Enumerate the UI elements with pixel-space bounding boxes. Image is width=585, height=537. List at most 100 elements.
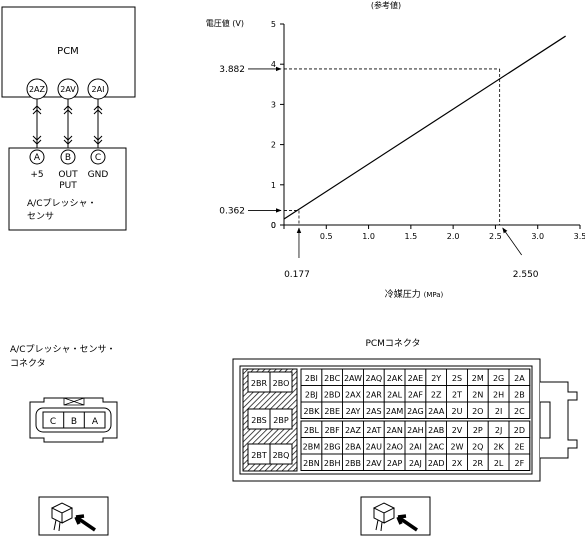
- pcm-pin-label: 2M: [472, 374, 484, 383]
- pcm-pin-label: 2BK: [303, 407, 320, 416]
- connector-chevron-icon: [32, 135, 42, 145]
- pcm-box-label: PCM: [57, 46, 79, 57]
- pcm-pin-label: 2BT: [251, 451, 267, 460]
- pcm-pin-label: 2AQ: [365, 374, 382, 383]
- pcm-pin-label: 2T: [452, 391, 462, 400]
- pcm-pin-label: 2BA: [345, 443, 362, 452]
- x-tick-label: 1.5: [404, 232, 417, 241]
- y-tick-label: 3: [271, 100, 276, 109]
- pcm-pin-label: 2AZ: [29, 85, 46, 94]
- pcm-pin-2az: 2AZ: [26, 78, 48, 100]
- pin-function-c: GND: [88, 170, 109, 180]
- sensor-pin-label: B: [65, 153, 71, 163]
- pcm-pin-label: 2BH: [324, 459, 341, 468]
- pcm-pin-label: 2AU: [366, 443, 383, 452]
- pcm-connector-label: PCMコネクタ: [365, 338, 420, 349]
- pcm-pin-label: 2Q: [472, 443, 483, 452]
- pcm-pin-label: 2BC: [324, 374, 340, 383]
- pcm-pin-label: 2BJ: [305, 391, 318, 400]
- pcm-pin-label: 2BN: [303, 459, 320, 468]
- pcm-pin-label: 2BD: [324, 391, 341, 400]
- pcm-pin-label: 2BG: [324, 443, 341, 452]
- connector-chevron-icon: [93, 105, 103, 115]
- y-axis-label: 電圧値 (V): [206, 18, 244, 28]
- sensor-connector: A/Cプレッシャ・センサ・ コネクタ C B A: [10, 344, 118, 536]
- connector-chevron-icon: [63, 135, 73, 145]
- y-tick-label: 2: [271, 141, 276, 150]
- pcm-pin-2av: 2AV: [57, 78, 79, 100]
- pcm-pin-label: 2E: [514, 443, 524, 452]
- sensor-connector-pin: A: [92, 417, 99, 427]
- sensor-name-line2: センサ: [27, 211, 54, 222]
- pcm-pin-label: 2BP: [273, 416, 289, 425]
- pcm-pin-label: 2AW: [344, 374, 362, 383]
- sensor-connector-pin: C: [50, 417, 56, 427]
- pcm-pin-label: 2C: [514, 407, 525, 416]
- x-axis-unit: (MPa): [424, 291, 444, 299]
- pcm-pin-label: 2AL: [387, 391, 403, 400]
- series-line: [283, 35, 566, 220]
- annotation-x-0177: 0.177: [284, 270, 310, 280]
- annotation-arrow-x-2550: [502, 227, 522, 256]
- pcm-pin-label: 2G: [493, 374, 504, 383]
- pcm-pin-label: 2AC: [428, 443, 444, 452]
- pcm-pin-cell: [508, 401, 531, 419]
- y-tick-label: 1: [271, 181, 276, 190]
- pcm-pin-label: 2J: [495, 426, 502, 435]
- pcm-pin-label: 2BE: [324, 407, 340, 416]
- x-tick-label: 2.5: [489, 232, 502, 241]
- pcm-pin-label: 2AI: [409, 443, 422, 452]
- pcm-pin-label: 2S: [452, 374, 462, 383]
- pcm-pin-label: 2AD: [428, 459, 445, 468]
- pcm-pin-label: 2L: [494, 459, 504, 468]
- pcm-pin-cell: [508, 453, 531, 471]
- pcm-pin-label: 2AX: [345, 391, 362, 400]
- pcm-pin-label: 2I: [495, 407, 502, 416]
- x-tick-label: 3.0: [531, 232, 544, 241]
- pcm-pin-label: 2B: [514, 391, 525, 400]
- pcm-pin-label: 2AJ: [409, 459, 422, 468]
- chart-title: (参考値): [371, 0, 401, 10]
- pcm-pin-label: 2AF: [408, 391, 424, 400]
- pcm-pin-label: 2BL: [304, 426, 320, 435]
- pcm-pin-label: 2AY: [346, 407, 361, 416]
- x-tick-label: 2.0: [447, 232, 460, 241]
- pcm-connector-side-tab: [540, 381, 578, 459]
- connector-chevron-icon: [93, 135, 103, 145]
- pcm-pin-label: 2AV: [366, 459, 382, 468]
- pin-function-b-line2: PUT: [59, 181, 77, 191]
- pcm-pin-label: 2AO: [386, 443, 403, 452]
- sensor-connector-label-line1: A/Cプレッシャ・センサ・: [10, 344, 115, 355]
- sensor-pin-a: A: [29, 149, 45, 165]
- pcm-pin-label: 2BR: [251, 379, 268, 388]
- sensor-connector-label-line2: コネクタ: [10, 358, 46, 369]
- pcm-pin-label: 2AB: [428, 426, 444, 435]
- sensor-pin-b: B: [60, 149, 76, 165]
- pcm-pin-label: 2K: [493, 443, 504, 452]
- x-axis-label: 冷媒圧力 (MPa): [385, 288, 444, 300]
- pcm-pin-label: 2N: [472, 391, 483, 400]
- pcm-pin-2ai: 2AI: [87, 78, 109, 100]
- wires: [32, 99, 103, 149]
- pcm-pin-label: 2H: [493, 391, 504, 400]
- pcm-pin-block: [300, 368, 531, 419]
- pcm-pin-label: 2AZ: [345, 426, 362, 435]
- sensor-pin-label: C: [95, 153, 101, 163]
- pcm-pin-label: 2AI: [92, 85, 105, 94]
- annotation-x-2550: 2.550: [513, 270, 539, 280]
- pcm-pin-label: 2O: [472, 407, 483, 416]
- x-tick-label: 0.5: [320, 232, 333, 241]
- sensor-connector-pin: B: [71, 417, 77, 427]
- x-axis-label-text: 冷媒圧力: [385, 288, 421, 300]
- pcm-pin-label: 2BQ: [273, 451, 290, 460]
- pcm-pin-label: 2BI: [305, 374, 318, 383]
- pcm-pin-label: 2A: [514, 374, 525, 383]
- pcm-pin-label: 2BB: [345, 459, 361, 468]
- pcm-pin-label: 2V: [452, 426, 463, 435]
- pcm-pin-label: 2AR: [366, 391, 383, 400]
- pcm-pin-label: 2P: [473, 426, 483, 435]
- pin-function-a: +5: [30, 170, 43, 180]
